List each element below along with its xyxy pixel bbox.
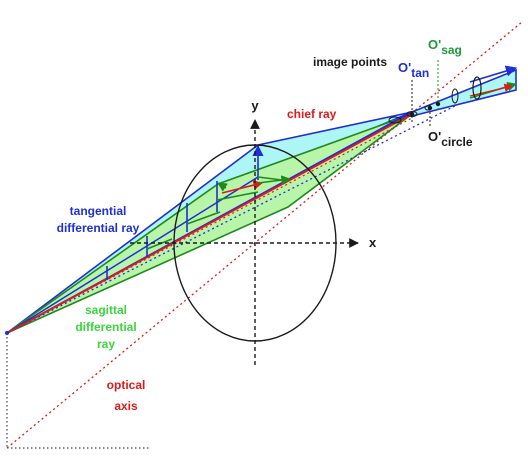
optical-label-2: axis — [114, 399, 138, 413]
focal-ellipse-3 — [388, 116, 402, 124]
focal-red-arrow — [469, 83, 513, 97]
optical-label-1: optical — [107, 378, 146, 392]
sagittal-label-1: sagittal — [85, 303, 127, 317]
focal-ellipse-2 — [451, 88, 459, 104]
sagittal-arrow-left — [217, 182, 228, 192]
optical-axis-line — [6, 21, 523, 449]
tangential-label-2: differential ray — [57, 221, 140, 235]
tangential-dotted-extension — [6, 74, 517, 334]
x-axis-label: x — [369, 235, 377, 250]
o-circle-point — [427, 105, 433, 111]
sagittal-arrow — [257, 175, 291, 185]
focal-ellipse-1 — [472, 76, 482, 100]
tangential-ticks — [106, 144, 264, 280]
tangential-ray-lower — [6, 176, 259, 334]
chief-ray-label: chief ray — [287, 107, 337, 121]
y-axis-label: y — [251, 98, 259, 113]
sagittal-ticks — [146, 176, 283, 250]
o-tan-label: O'tan — [398, 60, 429, 80]
tangential-label-1: tangential — [70, 204, 127, 218]
source-point — [5, 331, 9, 335]
o-sag-label: O'sag — [428, 37, 462, 57]
image-points-label: image points — [313, 55, 387, 69]
o-circle-label: O'circle — [428, 129, 473, 149]
sagittal-label-2: differential — [75, 320, 136, 334]
chief-ray-arrow — [221, 180, 263, 194]
o-sag-point — [435, 101, 441, 107]
focal-blue-arrow — [469, 65, 518, 83]
sagittal-label-3: ray — [97, 337, 115, 351]
chief-ray-dotted — [6, 117, 413, 334]
o-tan-point — [409, 111, 415, 117]
